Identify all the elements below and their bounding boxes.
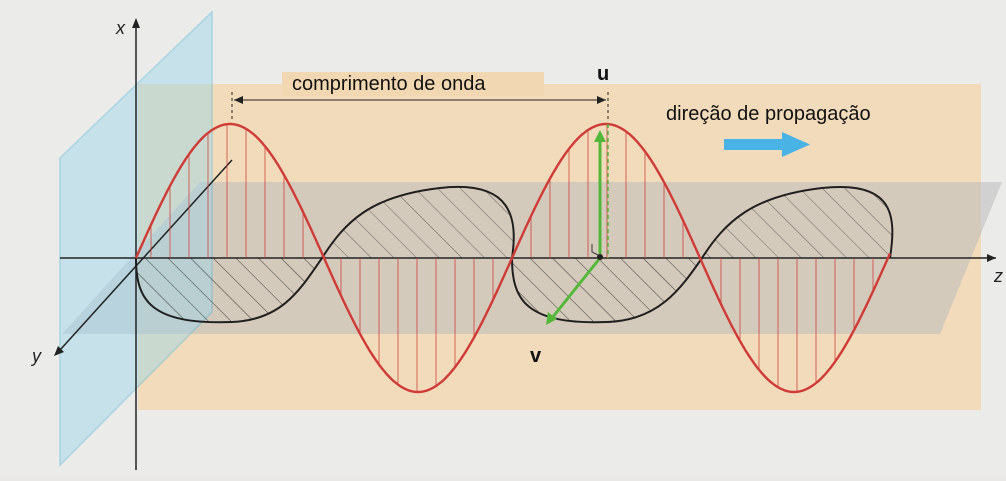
right-angle-mark bbox=[591, 244, 601, 257]
right-arrow-icon bbox=[724, 132, 810, 157]
wavelength-label: comprimento de onda bbox=[292, 73, 486, 95]
y-axis-arrow-icon bbox=[54, 346, 64, 356]
magnetic-wave-fills bbox=[136, 186, 893, 323]
axis-x-label: x bbox=[115, 18, 126, 38]
electric-wave bbox=[134, 122, 892, 394]
y-axis bbox=[59, 159, 233, 351]
vector-v-arrow-icon bbox=[546, 312, 557, 325]
wavelength-arrow-left-icon bbox=[234, 96, 243, 104]
electric-wave-hatch bbox=[150, 124, 874, 392]
vector-v bbox=[550, 257, 602, 319]
axis-z-label: z bbox=[993, 266, 1003, 286]
z-axis-arrow-icon bbox=[987, 254, 996, 262]
vector-u-label: u bbox=[597, 63, 609, 85]
direction-label: direção de propagação bbox=[666, 103, 871, 125]
wavelength-arrow-right-icon bbox=[597, 96, 606, 104]
axis-y-label: y bbox=[30, 346, 42, 366]
vector-u-arrow-icon bbox=[594, 130, 606, 142]
vector-v-label: v bbox=[530, 345, 542, 367]
origin-dot bbox=[597, 254, 603, 260]
x-axis-arrow-icon bbox=[132, 18, 140, 28]
